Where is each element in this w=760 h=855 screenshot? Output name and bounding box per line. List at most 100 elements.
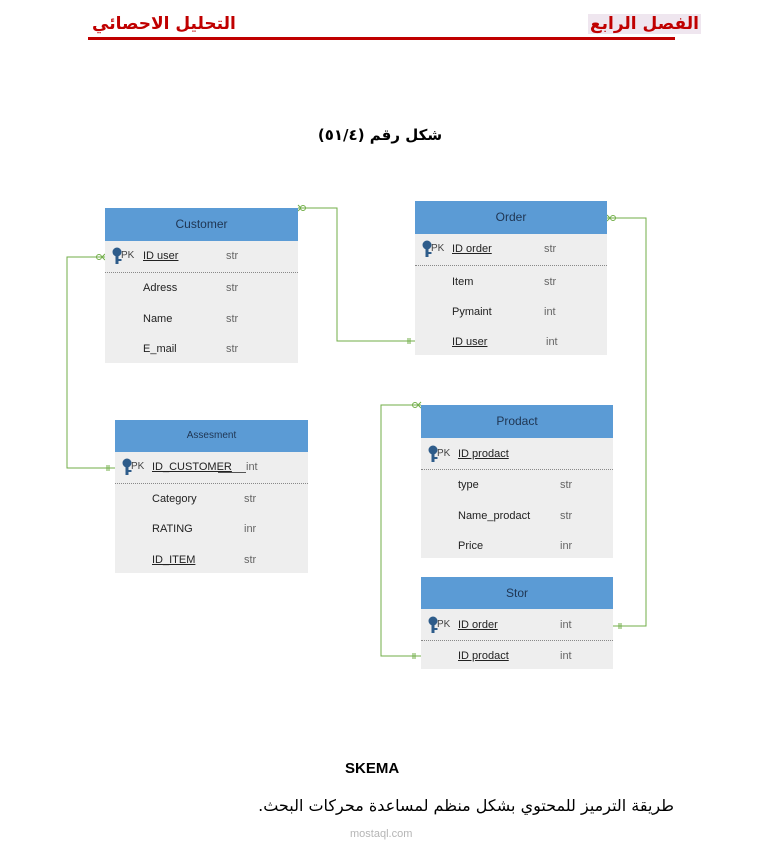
- field-type: str: [226, 313, 239, 325]
- pk-label: PK: [437, 448, 451, 459]
- stor-table: Stor PK ID order int ID prodact int: [421, 577, 613, 669]
- pk-separator: [415, 265, 607, 266]
- field-type: inr: [244, 523, 257, 535]
- connector-order-stor: [607, 217, 647, 627]
- cardinality-zero-icon: [412, 402, 418, 408]
- connector-customer-order: [298, 207, 415, 342]
- field-name: ID_CUSTOMER: [152, 461, 232, 473]
- field-name: type: [458, 479, 479, 491]
- assesment-table-title: Assesment: [186, 430, 237, 441]
- header-rule: [88, 37, 675, 40]
- prodact-row-type: type str: [421, 476, 613, 496]
- field-name: ID user: [452, 336, 488, 348]
- field-type: int: [546, 336, 558, 348]
- prodact-table-header: Prodact: [421, 405, 613, 438]
- customer-table-header: Customer: [105, 208, 298, 241]
- cardinality-zero-icon: [610, 215, 616, 221]
- primary-key-icon: [112, 247, 122, 264]
- section-title: التحليل الاحصائي: [92, 14, 236, 34]
- field-name: ID_ITEM: [152, 554, 196, 566]
- field-name: Price: [458, 540, 484, 552]
- field-name: Item: [452, 276, 474, 288]
- chapter-title: الفصل الرابع: [588, 14, 701, 34]
- prodact-table-title: Prodact: [496, 414, 538, 428]
- cardinality-zero-icon: [96, 254, 102, 260]
- customer-row-email: E_mail str: [105, 340, 298, 360]
- primary-key-icon: [122, 458, 132, 475]
- order-row-item: Item str: [415, 273, 607, 293]
- field-name: ID order: [452, 243, 492, 255]
- pk-label: PK: [121, 250, 135, 261]
- field-type: inr: [560, 540, 573, 552]
- primary-key-icon: [428, 445, 438, 462]
- assesment-table: Assesment PK ID_CUSTOMER int Category st…: [115, 420, 308, 573]
- field-name: Name_prodact: [458, 510, 531, 522]
- order-table-header: Order: [415, 201, 607, 234]
- customer-row-name: Name str: [105, 310, 298, 330]
- customer-table-title: Customer: [175, 217, 228, 231]
- pk-label: PK: [437, 619, 451, 630]
- stor-table-title: Stor: [505, 586, 528, 600]
- order-row-id-user: ID user int: [415, 333, 607, 353]
- prodact-row-price: Price inr: [421, 537, 613, 557]
- pk-label: PK: [131, 461, 145, 472]
- stor-table-header: Stor: [421, 577, 613, 609]
- field-name: Category: [152, 493, 197, 505]
- field-name: Pymaint: [452, 306, 492, 318]
- assesment-row-id-customer: PK ID_CUSTOMER int: [115, 458, 308, 478]
- order-table: Order PK ID order str Item str Pymaint i…: [415, 201, 607, 355]
- prodact-row-name-prodact: Name_prodact str: [421, 507, 613, 527]
- stor-row-id-order: PK ID order int: [421, 616, 613, 636]
- watermark-text: mostaql.com: [350, 828, 413, 840]
- field-name: Adress: [143, 282, 178, 294]
- field-type: str: [544, 276, 557, 288]
- connector-prodact-stor: [380, 404, 421, 657]
- field-type: str: [560, 510, 573, 522]
- field-name: ID prodact: [458, 650, 509, 662]
- field-type: str: [226, 282, 239, 294]
- field-type: int: [246, 461, 258, 473]
- stor-row-id-prodact: ID prodact int: [421, 647, 613, 667]
- order-table-title: Order: [495, 210, 527, 224]
- field-name: E_mail: [143, 343, 177, 355]
- pk-label: PK: [431, 243, 445, 254]
- field-type: str: [560, 479, 573, 491]
- assesment-row-rating: RATING inr: [115, 520, 308, 540]
- prodact-row-id-prodact: PK ID prodact: [421, 445, 613, 465]
- field-type: int: [560, 619, 572, 631]
- field-name: ID order: [458, 619, 498, 631]
- field-underline: [218, 472, 246, 473]
- description-text: طريقة الترميز للمحتوي بشكل منظم لمساعدة …: [258, 796, 674, 815]
- field-type: str: [244, 493, 257, 505]
- field-name: ID user: [143, 250, 179, 262]
- order-row-pymaint: Pymaint int: [415, 303, 607, 323]
- primary-key-icon: [428, 616, 438, 633]
- field-type: int: [544, 306, 556, 318]
- customer-row-adress: Adress str: [105, 279, 298, 299]
- customer-row-id-user: PK ID user str: [105, 247, 298, 267]
- skema-label: SKEMA: [345, 760, 400, 777]
- assesment-row-id-item: ID_ITEM str: [115, 551, 308, 571]
- field-name: RATING: [152, 523, 193, 535]
- field-type: str: [244, 554, 257, 566]
- field-name: ID prodact: [458, 448, 509, 460]
- pk-separator: [421, 469, 613, 470]
- assesment-table-header: Assesment: [115, 420, 308, 452]
- pk-separator: [115, 483, 308, 484]
- pk-separator: [421, 640, 613, 641]
- order-row-id-order: PK ID order str: [415, 240, 607, 260]
- primary-key-icon: [422, 240, 432, 257]
- field-type: str: [544, 243, 557, 255]
- figure-caption: شكل رقم (٥١/٤): [317, 126, 443, 144]
- pk-separator: [105, 272, 298, 273]
- prodact-table: Prodact PK ID prodact type str Name_prod…: [421, 405, 613, 558]
- field-type: int: [560, 650, 572, 662]
- field-type: str: [226, 250, 239, 262]
- cardinality-many-icon: [297, 204, 302, 209]
- field-type: str: [226, 343, 239, 355]
- customer-table: Customer PK ID user str Adress str Name …: [105, 208, 298, 363]
- assesment-row-category: Category str: [115, 490, 308, 510]
- connector-customer-assesment: [66, 256, 115, 469]
- field-name: Name: [143, 313, 173, 325]
